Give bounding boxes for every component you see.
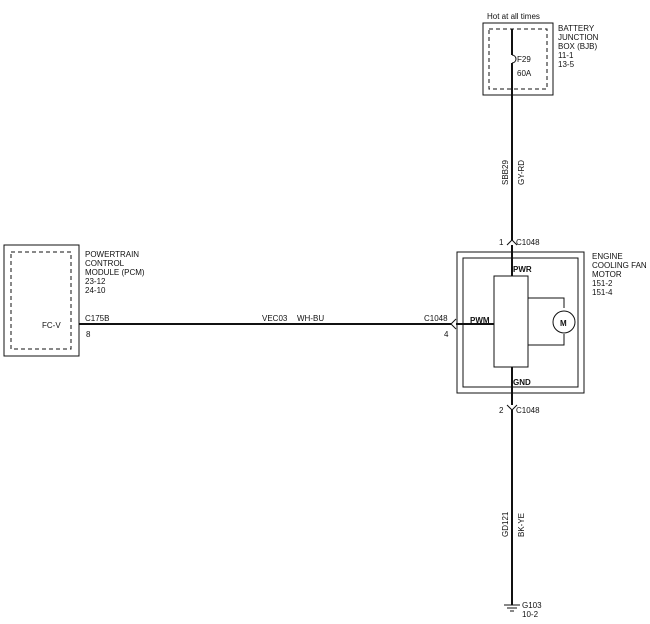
- motor-symbol-circle: [552, 310, 576, 334]
- connector-c1048-bottom-pin: 2: [499, 406, 504, 415]
- motor-loop-gap: [559, 308, 569, 334]
- bjb-hot-label: Hot at all times: [487, 12, 540, 21]
- motor-title-3: MOTOR: [592, 270, 622, 279]
- connector-c1048-bottom-label: C1048: [516, 406, 540, 415]
- fuse-id: F29: [517, 55, 531, 64]
- bjb-title-3: BOX (BJB): [558, 42, 597, 51]
- motor-ref-1: 151-2: [592, 279, 613, 288]
- bjb-inner-dashed-box: [488, 28, 548, 90]
- bjb-title-2: JUNCTION: [558, 33, 599, 42]
- ground-ref: 10-2: [522, 610, 539, 619]
- pcm-title-1: POWERTRAIN: [85, 250, 139, 259]
- motor-pwr-label: PWR: [513, 265, 532, 274]
- motor-ref-2: 151-4: [592, 288, 613, 297]
- connector-c1048-side-pin: 4: [444, 330, 449, 339]
- motor-symbol-label: M: [560, 319, 567, 328]
- fuse-rating: 60A: [517, 69, 532, 78]
- bjb-title-1: BATTERY: [558, 24, 595, 33]
- pcm-inner-dashed-box: [10, 251, 72, 350]
- wire-gd121-color: BK-YE: [517, 513, 526, 537]
- pcm-ref-1: 23-12: [85, 277, 106, 286]
- fuse-icon: [511, 54, 517, 64]
- wire-gd121-circuit: GD121: [501, 511, 510, 537]
- wire-vec03-color: WH-BU: [297, 314, 324, 323]
- wire-vec03-circuit: VEC03: [262, 314, 288, 323]
- pcm-pin-number: 8: [86, 330, 91, 339]
- motor-title-1: ENGINE: [592, 252, 623, 261]
- pcm-connector-label: C175B: [85, 314, 109, 323]
- pcm-ref-2: 24-10: [85, 286, 106, 295]
- motor-gnd-label: GND: [513, 378, 531, 387]
- motor-loop-wire: [528, 297, 565, 346]
- motor-inner-box: [462, 257, 579, 388]
- connector-c1048-side-label: C1048: [424, 314, 448, 323]
- bjb-outer-box: [482, 22, 554, 96]
- wire-sbb29-color: GY-RD: [517, 160, 526, 185]
- pcm-title-2: CONTROL: [85, 259, 125, 268]
- pcm-title-3: MODULE (PCM): [85, 268, 145, 277]
- bjb-ref-2: 13-5: [558, 60, 575, 69]
- pcm-pin-name: FC-V: [42, 321, 61, 330]
- motor-pwm-label: PWM: [470, 316, 490, 325]
- motor-outer-box: [456, 251, 585, 394]
- connector-c1048-top-icon: [506, 239, 518, 246]
- connector-c1048-top-label: C1048: [516, 238, 540, 247]
- bjb-ref-1: 11-1: [558, 51, 574, 60]
- pcm-outer-box: [3, 244, 80, 357]
- connector-c1048-top-pin: 1: [499, 238, 504, 247]
- ground-id: G103: [522, 601, 542, 610]
- motor-title-2: COOLING FAN: [592, 261, 647, 270]
- wire-sbb29-circuit: SBB29: [501, 160, 510, 185]
- motor-controller-block: [493, 275, 529, 368]
- connector-c1048-side-icon: [450, 318, 457, 330]
